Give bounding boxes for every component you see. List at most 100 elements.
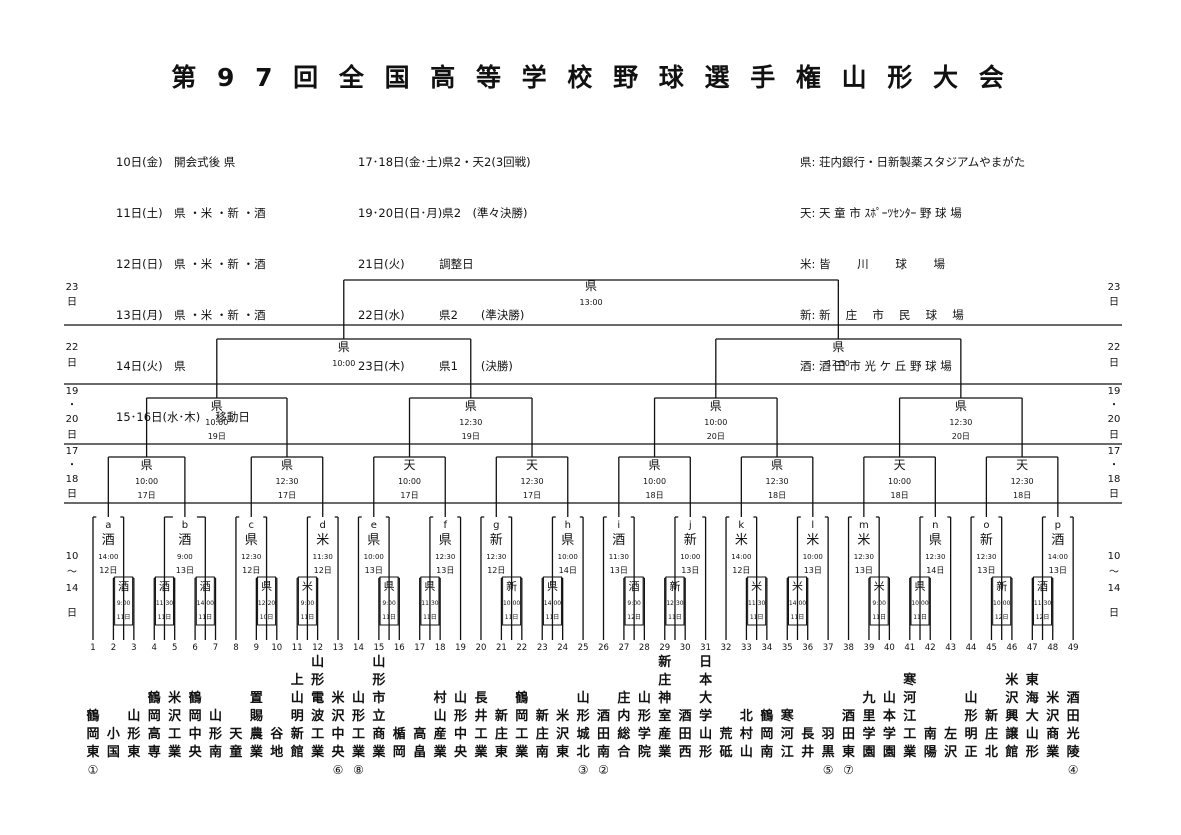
third-round-venue: 県 xyxy=(281,458,293,472)
second-round-box xyxy=(172,516,197,576)
team-name-char: 楯 xyxy=(393,726,406,742)
date-label: 20 xyxy=(66,414,79,425)
team-name: 山形南 xyxy=(209,708,222,760)
team-name-char: 合 xyxy=(617,744,631,760)
third-round-day: 18日 xyxy=(1013,491,1031,500)
date-label: 10 xyxy=(1108,551,1121,562)
second-round-box xyxy=(800,516,825,576)
team-name: 山形市立商業 xyxy=(371,654,386,760)
match-letter: m xyxy=(859,520,869,531)
team-name: 楯岡 xyxy=(393,726,406,760)
team-name-char: 米 xyxy=(332,690,346,706)
team-name-char: 総 xyxy=(617,726,630,742)
date-label: 18 xyxy=(1108,474,1121,485)
second-round-box xyxy=(484,516,509,576)
match-letter: n xyxy=(932,520,938,531)
second-round-box xyxy=(555,516,580,576)
second-round-time: 10:00 xyxy=(364,553,384,561)
team-name-char: 産 xyxy=(658,726,671,742)
team-name-char: 海 xyxy=(1026,690,1039,706)
team-name-char: 央 xyxy=(189,744,203,760)
team-name-char: 山 xyxy=(638,690,651,706)
team-number: 35 xyxy=(782,643,793,653)
team-number: 2 xyxy=(111,643,116,653)
second-round-day: 13日 xyxy=(610,566,628,575)
team-number: 44 xyxy=(966,643,977,653)
team-name-char: 院 xyxy=(638,744,651,760)
team-name-char: 館 xyxy=(291,744,304,760)
quarterfinal-day: 19日 xyxy=(208,432,226,441)
third-round-time: 12:30 xyxy=(520,477,543,486)
seed-mark: ⑥ xyxy=(333,763,344,777)
team-name-char: 鶴 xyxy=(86,708,99,724)
team-name: 鶴岡東 xyxy=(86,708,99,760)
final-time: 13:00 xyxy=(580,298,603,307)
team-name-char: 形 xyxy=(209,727,222,742)
second-round-venue: 酒 xyxy=(102,533,115,548)
second-round-day: 13日 xyxy=(365,566,383,575)
second-round-day: 12日 xyxy=(732,566,750,575)
team-number: 6 xyxy=(192,643,197,653)
second-round-time: 12:30 xyxy=(925,553,945,561)
third-round-day: 17日 xyxy=(523,491,541,500)
third-round-time: 12:30 xyxy=(1011,477,1034,486)
team-name-char: 形 xyxy=(454,709,467,724)
schedule-line: 13日(月) 県 ・米 ・新 ・酒 xyxy=(116,308,266,322)
team-name-char: 高 xyxy=(413,726,426,742)
team-name-char: 砥 xyxy=(720,744,733,760)
team-name-char: 神 xyxy=(658,690,671,706)
second-round-day: 12日 xyxy=(242,566,260,575)
team-number: 48 xyxy=(1047,643,1058,653)
team-name-char: 東 xyxy=(556,744,569,760)
team-name: 長井工業 xyxy=(473,691,488,760)
team-name-char: 北 xyxy=(740,709,753,724)
quarterfinal-time: 10:00 xyxy=(704,418,727,427)
team-name-char: 南 xyxy=(760,744,773,760)
team-name-char: 室 xyxy=(658,708,671,724)
second-round-time: 12:30 xyxy=(486,553,506,561)
team-name-char: 光 xyxy=(1066,726,1080,742)
team-name-char: 沢 xyxy=(168,708,182,724)
team-number: 27 xyxy=(619,643,630,653)
third-round-time: 10:00 xyxy=(398,477,421,486)
date-label: 20 xyxy=(1108,414,1121,425)
second-round-venue: 新 xyxy=(980,532,993,548)
match-letter: g xyxy=(493,520,499,531)
team-name-char: 米 xyxy=(168,690,182,706)
team-number: 49 xyxy=(1068,643,1079,653)
team-name-char: 置 xyxy=(250,691,263,706)
match-letter: a xyxy=(105,520,111,531)
second-round-venue: 米 xyxy=(857,533,870,548)
match-letter: o xyxy=(983,520,989,531)
team-name-char: 波 xyxy=(311,708,325,724)
team-number: 19 xyxy=(455,643,466,653)
team-number: 16 xyxy=(394,643,405,653)
team-name-char: 井 xyxy=(801,744,814,760)
quarterfinal-day: 19日 xyxy=(462,432,480,441)
team-name: 小国 xyxy=(107,727,120,760)
third-round-time: 12:30 xyxy=(766,477,789,486)
team-name-char: 東 xyxy=(842,744,855,760)
second-round-box xyxy=(923,516,948,576)
team-name-char: 学 xyxy=(862,726,875,742)
seed-mark: ④ xyxy=(1068,763,1079,777)
team-name-char: 荒 xyxy=(719,726,733,742)
team-name-char: 黒 xyxy=(822,744,835,760)
team-name-char: 九 xyxy=(861,691,875,706)
team-name-char: 庄 xyxy=(658,672,671,688)
team-number: 29 xyxy=(659,643,670,653)
second-round-venue: 新 xyxy=(684,532,697,548)
team-name: 米沢商業 xyxy=(1045,690,1060,760)
team-number: 3 xyxy=(131,643,136,653)
team-name-char: 中 xyxy=(189,726,202,742)
team-name-char: 業 xyxy=(371,744,386,760)
team-name: 寒河江 xyxy=(780,708,795,760)
team-name-char: 陽 xyxy=(924,744,937,760)
team-name: 羽黒 xyxy=(822,727,835,760)
team-name-char: 里 xyxy=(862,709,875,724)
second-round-box xyxy=(851,516,876,576)
team-name-char: 西 xyxy=(679,745,692,760)
team-name: 山本学園 xyxy=(883,690,896,760)
team-name-char: 城 xyxy=(577,726,590,742)
team-name-char: 米 xyxy=(1005,672,1019,688)
